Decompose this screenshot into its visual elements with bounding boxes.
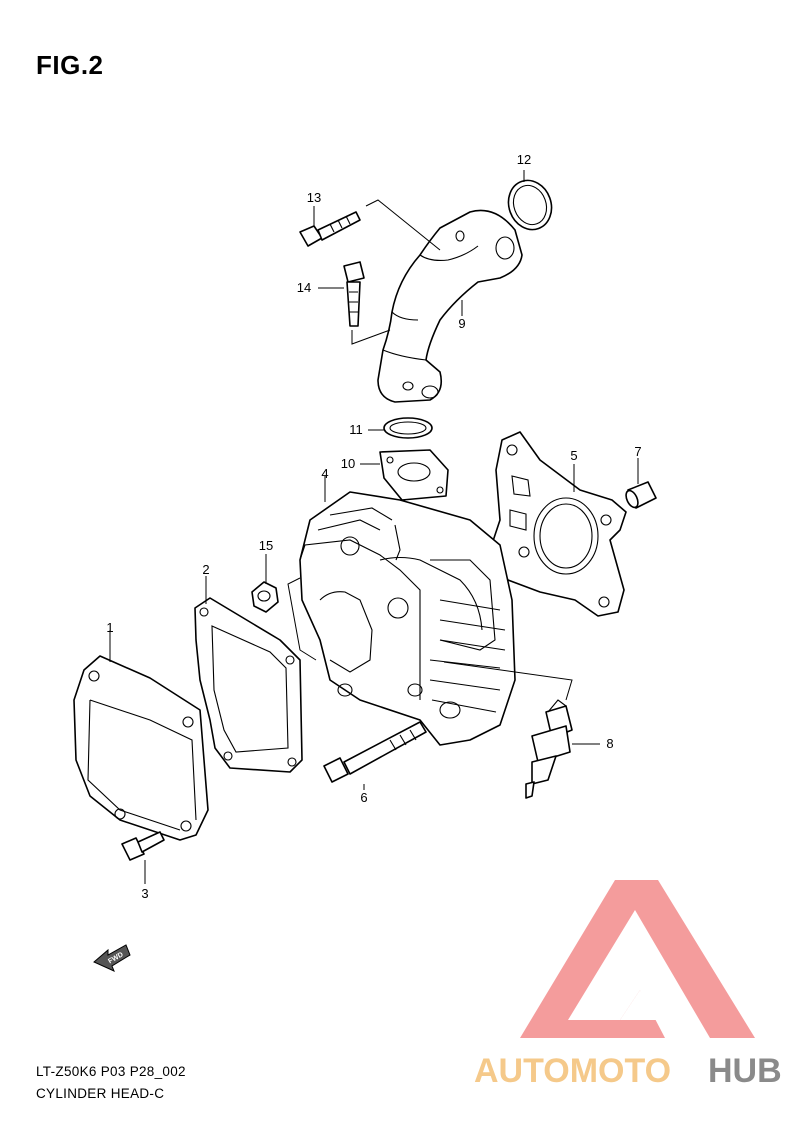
callout-1: 1 (106, 620, 113, 635)
part-10-insulator-gasket (379, 449, 449, 501)
part-9-intake-pipe (377, 209, 523, 403)
part-13-bolt (299, 211, 361, 247)
callout-11: 11 (349, 422, 363, 437)
part-7-dowel-pin (625, 481, 657, 509)
callout-5: 5 (570, 448, 577, 463)
part-1-head-cover (73, 655, 209, 841)
watermark-triangle-logo (520, 880, 755, 1038)
callout-4: 4 (321, 466, 328, 481)
callout-15: 15 (259, 538, 273, 553)
callout-14: 14 (297, 280, 311, 295)
callout-7: 7 (634, 444, 641, 459)
diagram-caption: CYLINDER HEAD-C (36, 1086, 165, 1101)
watermark-text-hub: HUB (708, 1052, 782, 1090)
callout-9: 9 (458, 316, 465, 331)
callout-13: 13 (307, 190, 321, 205)
fwd-arrow: FWD (93, 944, 131, 972)
callout-12: 12 (517, 152, 531, 167)
callout-6: 6 (360, 790, 367, 805)
part-8-spark-plug (525, 699, 573, 799)
part-15-nut (251, 581, 279, 613)
part-3-bolt (121, 831, 165, 861)
callout-numbers: 1 2 3 4 5 6 7 8 9 10 11 12 13 14 15 (106, 152, 641, 901)
part-5-exhaust-gasket (489, 431, 627, 617)
callout-10: 10 (341, 456, 355, 471)
part-4-cylinder-head (299, 491, 516, 746)
assembly-guide-lines (287, 199, 573, 701)
part-2-head-cover-gasket (194, 597, 303, 773)
figure-title: FIG.2 (36, 50, 104, 80)
callout-leaders (109, 170, 639, 884)
callout-8: 8 (606, 736, 613, 751)
automotohub-watermark: AUTOMOTO HUB (474, 880, 782, 1090)
callout-3: 3 (141, 886, 148, 901)
diagram-code: LT-Z50K6 P03 P28_002 (36, 1064, 186, 1079)
part-11-o-ring (383, 417, 433, 439)
callout-2: 2 (202, 562, 209, 577)
part-12-o-ring (507, 179, 553, 231)
part-14-bolt (343, 261, 365, 327)
part-6-long-bolt (323, 721, 427, 783)
watermark-text-automoto: AUTOMOTO (474, 1052, 671, 1090)
